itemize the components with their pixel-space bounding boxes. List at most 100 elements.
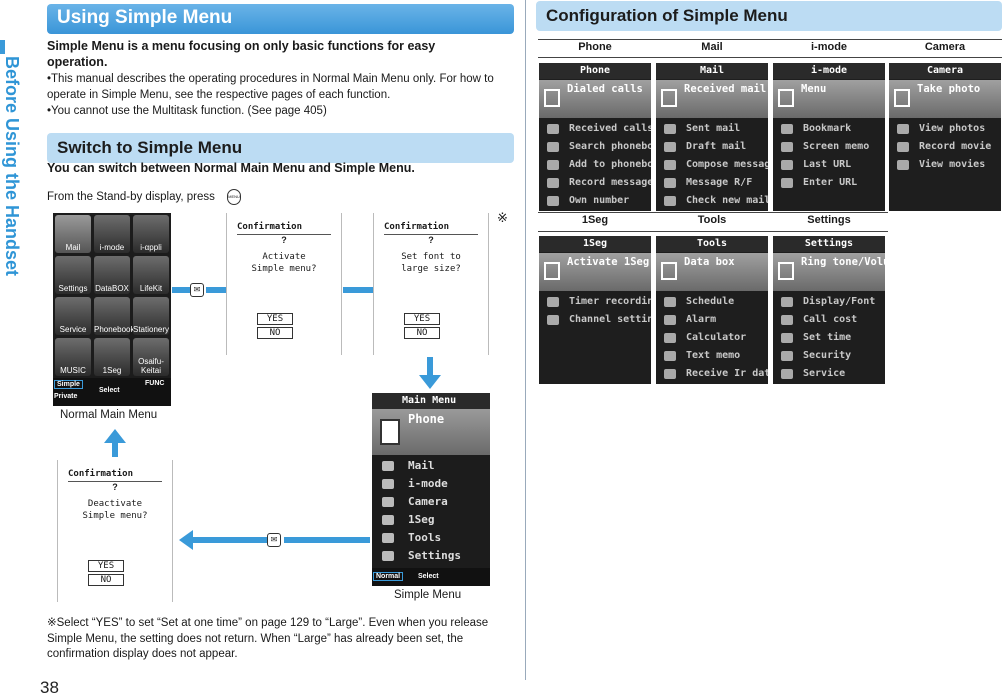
- table-line: [538, 212, 888, 213]
- footnote: ※Select “YES” to set “Set at one time” o…: [47, 617, 489, 660]
- yes-button[interactable]: YES: [404, 313, 440, 325]
- section-header-configuration: Configuration of Simple Menu: [536, 1, 1002, 31]
- screen-menu-item[interactable]: View photos: [889, 120, 1001, 138]
- screen-menu-item[interactable]: Last URL: [773, 156, 885, 174]
- menu-item-label: Osaifu-Keitai: [138, 357, 164, 375]
- item-icon: [897, 142, 909, 152]
- screen-menu-item[interactable]: Message R/F: [656, 174, 768, 192]
- softkey-normal[interactable]: Normal: [373, 572, 404, 581]
- screen-menu-item[interactable]: Calculator: [656, 329, 768, 347]
- confirm-large-font-screen: Confirmation ? Set font to large size? Y…: [373, 213, 489, 355]
- highlight-label: Data box: [684, 256, 735, 268]
- screen-menu-item[interactable]: Text memo: [656, 347, 768, 365]
- yes-button[interactable]: YES: [257, 313, 293, 325]
- screen-highlight-item[interactable]: Activate 1Seg: [539, 253, 651, 291]
- no-button[interactable]: NO: [404, 327, 440, 339]
- screen-menu-item[interactable]: Record message: [539, 174, 651, 192]
- screen-menu-item[interactable]: Receive Ir data: [656, 365, 768, 383]
- confirm-buttons: YES NO: [88, 560, 124, 588]
- menu-item-lifekit[interactable]: LifeKit: [133, 256, 169, 294]
- screen-menu-item[interactable]: Record movie: [889, 138, 1001, 156]
- item-label: Alarm: [686, 314, 717, 325]
- screen-menu-item[interactable]: Own number: [539, 192, 651, 210]
- softkey-private[interactable]: Private: [54, 393, 78, 400]
- simple-item-1seg[interactable]: 1Seg: [372, 511, 490, 529]
- screen-menu-item[interactable]: Screen memo: [773, 138, 885, 156]
- no-button[interactable]: NO: [88, 574, 124, 586]
- flow-arrow-5-head: [104, 429, 126, 443]
- item-label: Sent mail: [686, 123, 741, 134]
- menu-item-stationery[interactable]: Stationery: [133, 297, 169, 335]
- menu-item-mail[interactable]: Mail: [55, 215, 91, 253]
- screen-menu-item[interactable]: Call cost: [773, 311, 885, 329]
- screen-menu-item[interactable]: Draft mail: [656, 138, 768, 156]
- item-icon: [664, 124, 676, 134]
- menu-item-databox[interactable]: DataBOX: [94, 256, 130, 294]
- softkey-select[interactable]: Select: [418, 573, 439, 580]
- item-icon: [544, 89, 560, 107]
- screen-menu-item[interactable]: Sent mail: [656, 120, 768, 138]
- screen-menu-item[interactable]: Check new mail: [656, 192, 768, 210]
- screen-menu-item[interactable]: Search phonebook: [539, 138, 651, 156]
- softkey-select[interactable]: Select: [99, 387, 120, 394]
- menu-item-phonebook[interactable]: Phonebook: [94, 297, 134, 335]
- screen-menu-item[interactable]: View movies: [889, 156, 1001, 174]
- question-icon: ?: [112, 482, 118, 492]
- screen-menu-item[interactable]: Set time: [773, 329, 885, 347]
- yes-button[interactable]: YES: [88, 560, 124, 572]
- item-icon: [781, 160, 793, 170]
- menu-item-label: i-αppli: [140, 243, 162, 252]
- screen-menu-item[interactable]: Display/Font: [773, 293, 885, 311]
- highlight-label: Ring tone/Volume: [801, 256, 885, 268]
- item-label: Check new mail: [686, 195, 768, 206]
- screen-highlight-item[interactable]: Menu: [773, 80, 885, 118]
- screen-highlight-item[interactable]: Ring tone/Volume: [773, 253, 885, 291]
- screen-menu-item[interactable]: Add to phonebook: [539, 156, 651, 174]
- screen-menu-item[interactable]: Compose message: [656, 156, 768, 174]
- item-label: Received calls: [569, 123, 651, 134]
- screen-menu-item[interactable]: Enter URL: [773, 174, 885, 192]
- confirm-activate-screen: Confirmation ? Activate Simple menu? YES…: [226, 213, 342, 355]
- menu-item-service[interactable]: Service: [55, 297, 91, 335]
- simple-item-settings[interactable]: Settings: [372, 547, 490, 565]
- menu-item-iappli[interactable]: i-αppli: [133, 215, 169, 253]
- simple-item-camera[interactable]: Camera: [372, 493, 490, 511]
- item-icon: [778, 262, 794, 280]
- flow-arrow-1: [172, 287, 190, 293]
- note-1: •This manual describes the operating pro…: [47, 73, 494, 101]
- screen-menu-item[interactable]: Bookmark: [773, 120, 885, 138]
- screen-highlight-item[interactable]: Data box: [656, 253, 768, 291]
- simple-menu-highlight[interactable]: Phone: [372, 409, 490, 455]
- highlight-label: Phone: [408, 412, 445, 426]
- highlight-label: Dialed calls: [567, 83, 643, 95]
- simple-item-mail[interactable]: Mail: [372, 457, 490, 475]
- screen-highlight-item[interactable]: Take photo: [889, 80, 1001, 118]
- simple-menu-softkeys: Normal Select: [372, 568, 490, 586]
- screen-menu-item[interactable]: Timer recording: [539, 293, 651, 311]
- screen-menu-item[interactable]: Alarm: [656, 311, 768, 329]
- simple-item-imode[interactable]: i-mode: [372, 475, 490, 493]
- screen-menu-item[interactable]: Received calls: [539, 120, 651, 138]
- simple-item-tools[interactable]: Tools: [372, 529, 490, 547]
- col-header-settings: Settings: [807, 214, 851, 226]
- item-label: Calculator: [686, 332, 747, 343]
- softkey-func[interactable]: FUNC: [145, 380, 165, 387]
- screen-menu-item[interactable]: Schedule: [656, 293, 768, 311]
- menu-item-music[interactable]: MUSIC: [55, 338, 91, 376]
- menu-item-imode[interactable]: i-mode: [94, 215, 130, 253]
- softkey-simple[interactable]: Simple: [54, 380, 83, 389]
- screen-menu-item[interactable]: Security: [773, 347, 885, 365]
- menu-item-osaifu[interactable]: Osaifu-Keitai: [133, 338, 169, 376]
- config-title: Configuration of Simple Menu: [546, 6, 788, 25]
- screen-menu-item[interactable]: Service: [773, 365, 885, 383]
- menu-item-settings[interactable]: Settings: [55, 256, 91, 294]
- col-header-phone: Phone: [578, 41, 612, 53]
- no-button[interactable]: NO: [257, 327, 293, 339]
- side-tab-label-wrap: Before Using the Handset: [2, 56, 26, 316]
- menu-item-1seg[interactable]: 1Seg: [94, 338, 130, 376]
- menu-item-label: Mail: [65, 243, 81, 252]
- standby-instruction: From the Stand-by display, press: [47, 191, 215, 203]
- screen-menu-item[interactable]: Channel setting: [539, 311, 651, 329]
- screen-highlight-item[interactable]: Received mail: [656, 80, 768, 118]
- screen-highlight-item[interactable]: Dialed calls: [539, 80, 651, 118]
